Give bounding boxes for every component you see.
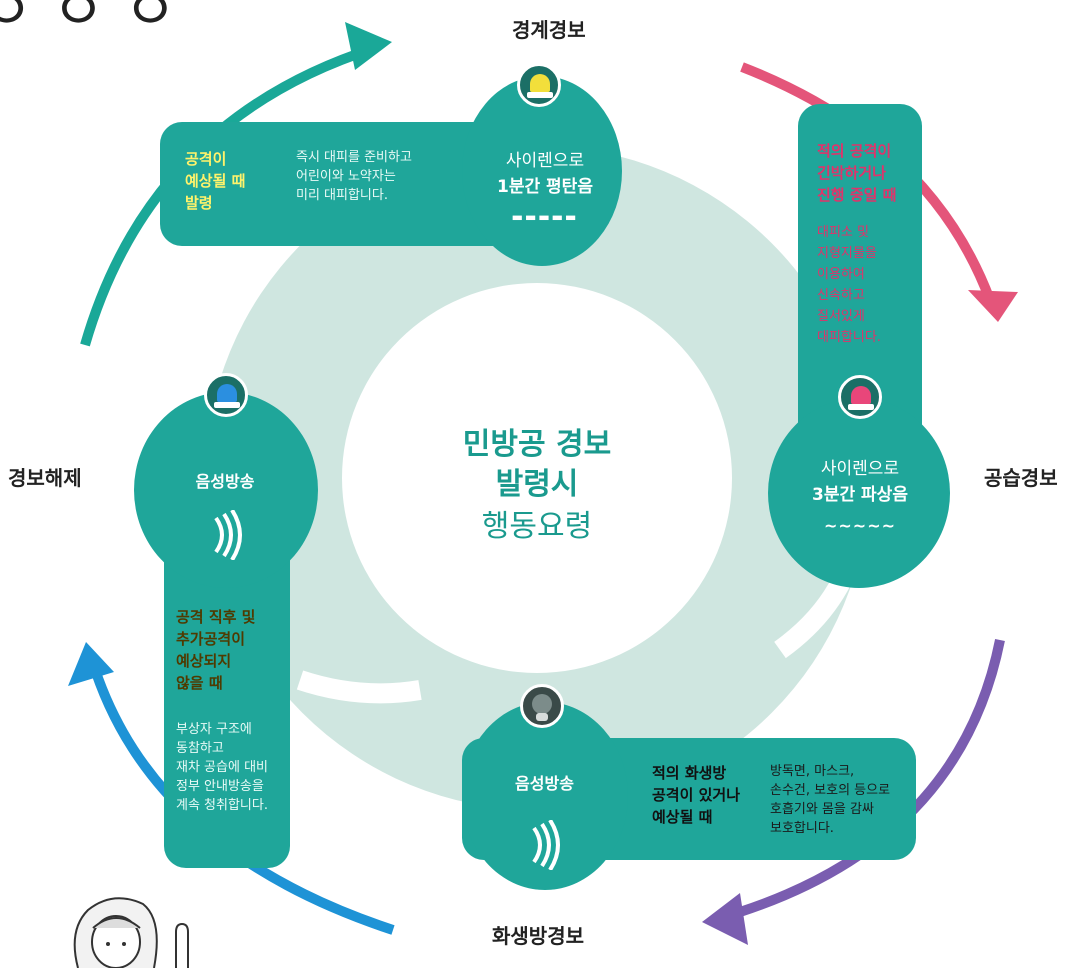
center-line2: 발령시: [495, 467, 579, 502]
arrow-purple-head: [702, 893, 748, 945]
sound-waves-icon: [532, 820, 560, 870]
center-title: 민방공 경보 발령시 행동요령: [437, 425, 637, 549]
cbr-heading: 적의 화생방 공격이 있거나 예상될 때: [652, 764, 741, 826]
alert-panel: [160, 122, 515, 246]
gas-mask-icon: [520, 684, 564, 728]
airraid-desc: 대피소 및 지형지물을 이용하여 신속하고 질서있게 대피합니다.: [817, 225, 881, 345]
label-air-raid: 공습경보: [984, 466, 1058, 490]
siren-icon: [517, 63, 561, 107]
airraid-circle: [768, 398, 950, 588]
cbr-circle-text: 음성방송: [515, 774, 574, 793]
label-clear: 경보해제: [8, 466, 82, 490]
siren-icon: [204, 373, 248, 417]
inner-circle: [342, 283, 732, 673]
center-line3: 행동요령: [481, 509, 593, 544]
sound-waves-icon: [214, 510, 242, 560]
airraid-heading: 적의 공격이 긴박하거나 진행 중일 때: [817, 142, 897, 204]
clear-heading: 공격 직후 및 추가공격이 예상되지 않을 때: [176, 608, 256, 692]
person-illustration: [73, 897, 189, 968]
arrow-pink-head: [968, 290, 1018, 322]
label-alert: 경계경보: [512, 18, 586, 42]
wave-pattern: ~~~~~: [823, 516, 897, 535]
center-line1: 민방공 경보: [462, 427, 612, 462]
alert-siren-text: 사이렌으로 1분간 평탄음 ▬▬▬▬▬: [480, 148, 610, 224]
alert-desc: 즉시 대피를 준비하고 어린이와 노약자는 미리 대피합니다.: [296, 150, 412, 203]
clear-desc: 부상자 구조에 동참하고 재차 공습에 대비 정부 안내방송을 계속 청취합니다…: [176, 722, 268, 813]
siren-icon: [838, 375, 882, 419]
label-cbr: 화생방경보: [492, 924, 584, 948]
alert-heading: 공격이 예상될 때 발령: [185, 150, 246, 212]
cbr-desc: 방독면, 마스크, 손수건, 보호의 등으로 호흡기와 몸을 감싸 보호합니다.: [770, 764, 891, 836]
arrow-blue-head: [68, 642, 114, 686]
flat-wave: ▬▬▬▬▬: [511, 210, 579, 224]
clear-circle-text: 음성방송: [195, 472, 255, 491]
alert-circle: [462, 76, 622, 266]
arrow-green-head: [345, 22, 392, 70]
airraid-siren-text: 사이렌으로 3분간 파상음 ~~~~~: [790, 456, 930, 535]
partial-title: ㅇ ㅇ ㅇ: [0, 0, 177, 44]
